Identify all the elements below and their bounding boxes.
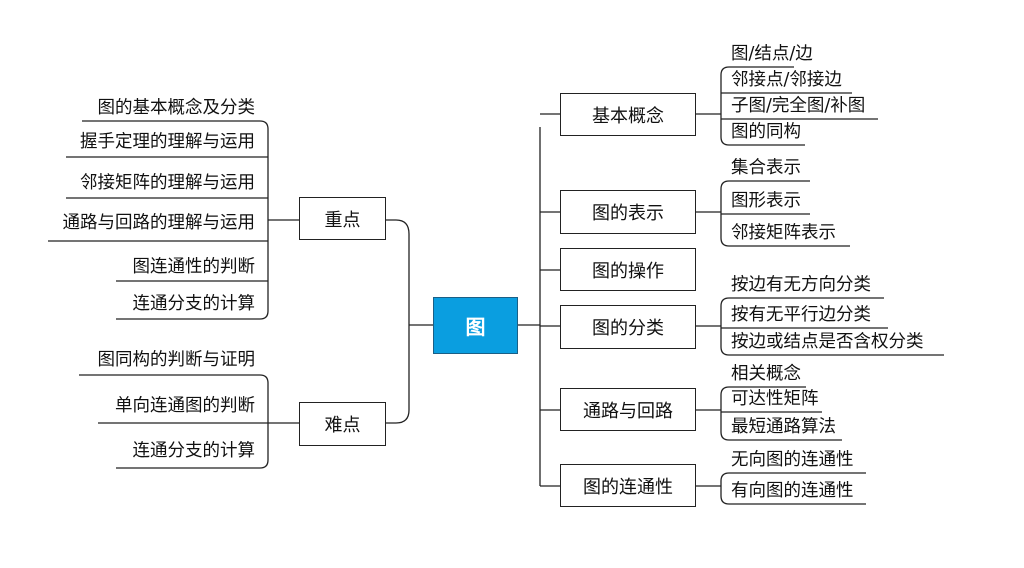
leaf-basic-3: 子图/完全图/补图 [731, 96, 866, 116]
leaf-conn-2: 有向图的连通性 [731, 481, 854, 501]
leaf-key-5: 图连通性的判断 [132, 257, 256, 277]
leaf-key-6: 连通分支的计算 [132, 294, 256, 314]
class-spine [720, 297, 730, 356]
category-representation[interactable]: 图的表示 [560, 190, 696, 234]
left-trunk-top [386, 219, 410, 235]
leaf-path-2: 可达性矩阵 [731, 389, 819, 409]
leaf-class-2: 按有无平行边分类 [731, 305, 871, 325]
category-paths-cycles[interactable]: 通路与回路 [560, 388, 696, 431]
leaf-key-2: 握手定理的理解与运用 [80, 132, 255, 152]
category-key-points[interactable]: 重点 [299, 197, 386, 240]
leaf-difficult-3: 连通分支的计算 [132, 441, 256, 461]
category-connectivity[interactable]: 图的连通性 [560, 464, 696, 507]
leaf-difficult-2: 单向连通图的判断 [115, 396, 255, 416]
category-basic-concepts[interactable]: 基本概念 [560, 93, 696, 136]
leaf-path-3: 最短通路算法 [731, 417, 836, 437]
leaf-path-1: 相关概念 [731, 364, 801, 384]
leaf-repr-2: 图形表示 [731, 191, 801, 211]
leaf-class-1: 按边有无方向分类 [731, 275, 871, 295]
leaf-basic-1: 图/结点/边 [731, 44, 813, 64]
leaf-repr-3: 邻接矩阵表示 [731, 223, 836, 243]
difficult-spine [259, 374, 269, 469]
key-spine [259, 120, 269, 320]
leaf-key-4: 通路与回路的理解与运用 [62, 213, 256, 233]
path-spine [720, 386, 730, 441]
leaf-basic-2: 邻接点/邻接边 [731, 70, 842, 90]
leaf-repr-1: 集合表示 [731, 158, 801, 178]
basic-spine [720, 66, 730, 146]
conn-spine [720, 472, 730, 505]
leaf-basic-4: 图的同构 [731, 122, 801, 142]
leaf-conn-1: 无向图的连通性 [731, 450, 854, 470]
category-classification[interactable]: 图的分类 [560, 305, 696, 349]
leaf-key-1: 图的基本概念及分类 [97, 98, 256, 118]
leaf-key-3: 邻接矩阵的理解与运用 [80, 173, 255, 193]
leaf-class-3: 按边或结点是否含权分类 [731, 332, 924, 352]
leaf-difficult-1: 图同构的判断与证明 [97, 350, 256, 370]
left-trunk [386, 234, 410, 424]
root-node[interactable]: 图 [433, 297, 518, 354]
category-difficult-points[interactable]: 难点 [299, 402, 386, 446]
category-operations[interactable]: 图的操作 [560, 248, 696, 291]
